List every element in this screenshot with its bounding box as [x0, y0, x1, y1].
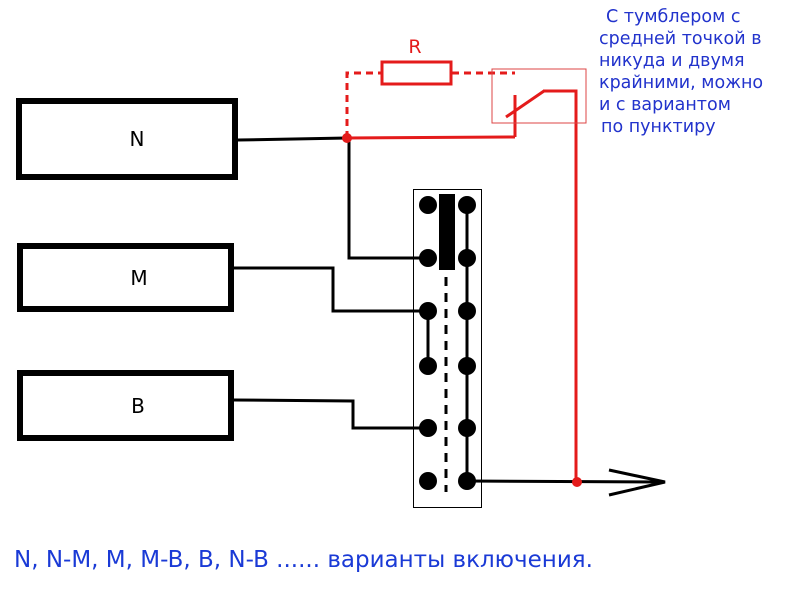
load-label-n: N [130, 127, 145, 151]
caption: N, N-M, M, M-B, B, N-B ...... варианты в… [14, 547, 593, 573]
wire-m [234, 266, 428, 313]
contact-dots [419, 196, 476, 490]
contact-dot-left-2 [419, 249, 437, 267]
load-label-m: M [130, 266, 147, 290]
contact-dot-left-5 [419, 419, 437, 437]
contact-dot-right-3 [458, 302, 476, 320]
switch-lever[interactable] [439, 194, 455, 270]
note-line: никуда и двумя [599, 51, 745, 71]
note-line: средней точкой в [599, 29, 762, 49]
load-label-b: B [131, 394, 145, 418]
load-box-b: B [17, 370, 234, 441]
note-text: С тумблером с средней точкой в никуда и … [594, 6, 794, 138]
wire-n [237, 136, 428, 260]
note-line: крайними, можно [599, 73, 764, 93]
switch-panel [413, 189, 482, 508]
load-box-n: N [16, 98, 238, 180]
contact-dot-left-1 [419, 196, 437, 214]
note-line: С тумблером с [606, 7, 741, 27]
contact-dot-right-4 [458, 357, 476, 375]
output-arrow-icon [608, 468, 666, 497]
addon-wire-dashed-left [345, 71, 381, 138]
contact-dot-left-6 [419, 472, 437, 490]
contact-dot-left-3 [419, 302, 437, 320]
note-line: по пунктиру [601, 117, 716, 137]
load-box-m: M [17, 243, 234, 312]
addon-wire-main [346, 135, 516, 140]
switch-outline [491, 68, 587, 124]
switch-blade [505, 89, 545, 119]
resistor-label: R [408, 36, 421, 58]
contact-dot-right-2 [458, 249, 476, 267]
contact-dot-right-1 [458, 196, 476, 214]
wire-b [233, 398, 428, 430]
addon-wire-switch-out [543, 89, 578, 481]
junction-dot-top [342, 133, 352, 143]
output-wire [466, 479, 665, 484]
contact-dot-right-5 [458, 419, 476, 437]
resistor [380, 60, 453, 86]
note-line: и с вариантом [599, 95, 731, 115]
junction-dot-output [572, 477, 582, 487]
contact-dot-left-4 [419, 357, 437, 375]
